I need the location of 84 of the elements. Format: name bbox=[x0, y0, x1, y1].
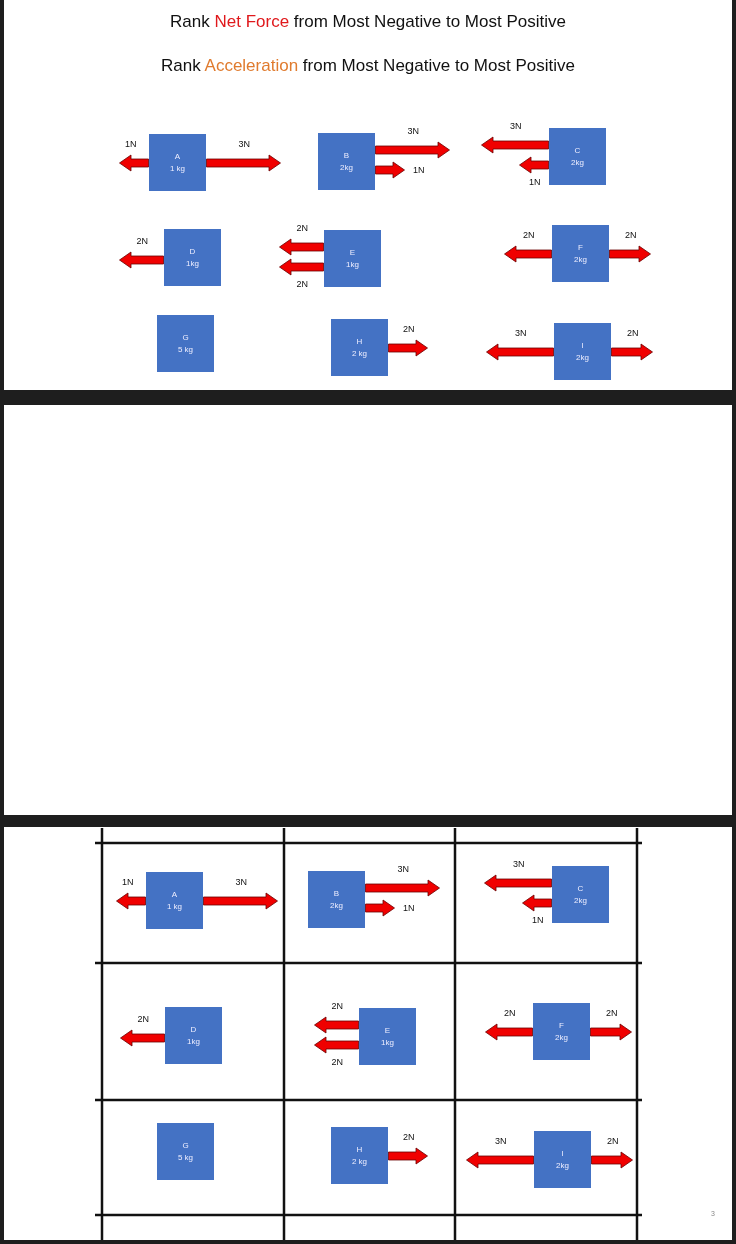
mass-block bbox=[552, 225, 609, 282]
force-label: 2N bbox=[625, 229, 637, 240]
block-letter: B bbox=[333, 887, 340, 900]
force-label: 2N bbox=[331, 1001, 343, 1012]
mass-label: 2kg bbox=[340, 161, 353, 174]
mass-label: 1kg bbox=[186, 257, 199, 270]
force-label: 1N bbox=[403, 903, 415, 914]
mass-block bbox=[146, 872, 203, 929]
force-label: 3N bbox=[510, 121, 522, 132]
block-letter: G bbox=[182, 1139, 189, 1152]
mass-label: 2kg bbox=[330, 899, 343, 912]
slide-title: Rank Net Force from Most Negative to Most Positive bbox=[169, 12, 567, 32]
mass-block bbox=[308, 871, 365, 928]
mass-label: 1kg bbox=[381, 1036, 394, 1049]
force-label: 2N bbox=[136, 236, 148, 247]
mass-block bbox=[164, 229, 221, 286]
mass-label: 1 kg bbox=[169, 162, 186, 175]
block-letter: I bbox=[581, 339, 584, 352]
block-letter: E bbox=[349, 246, 356, 259]
force-label: 1N bbox=[413, 165, 425, 176]
mass-label: 2kg bbox=[576, 351, 589, 364]
force-label: 1N bbox=[532, 915, 544, 926]
mass-label: 5 kg bbox=[177, 343, 194, 356]
force-label: 2N bbox=[403, 323, 415, 334]
force-label: 2N bbox=[403, 1131, 415, 1142]
mass-block bbox=[318, 133, 375, 190]
block-letter: F bbox=[578, 241, 583, 254]
mass-block bbox=[165, 1007, 222, 1064]
mass-block bbox=[149, 134, 206, 191]
mass-label: 1kg bbox=[346, 258, 359, 271]
force-label: 2N bbox=[523, 229, 535, 240]
block-letter: C bbox=[577, 882, 584, 895]
force-label: 1N bbox=[122, 876, 134, 887]
mass-label: 2 kg bbox=[351, 347, 368, 360]
block-letter: A bbox=[174, 150, 181, 163]
force-label: 2N bbox=[331, 1057, 343, 1068]
force-label: 3N bbox=[495, 1135, 507, 1146]
block-letter: E bbox=[384, 1024, 391, 1037]
mass-block bbox=[157, 315, 214, 372]
mass-block bbox=[324, 230, 381, 287]
mass-block bbox=[549, 128, 606, 185]
mass-label: 2 kg bbox=[351, 1155, 368, 1168]
slide-title: Rank Acceleration from Most Negative to Most Positive bbox=[160, 56, 576, 76]
block-letter: D bbox=[190, 1023, 197, 1036]
block-letter: D bbox=[189, 245, 196, 258]
block-letter: B bbox=[343, 149, 350, 162]
mass-label: 1kg bbox=[187, 1035, 200, 1048]
mass-label: 2kg bbox=[556, 1159, 569, 1172]
mass-block bbox=[359, 1008, 416, 1065]
block-letter: C bbox=[574, 144, 581, 157]
force-label: 1N bbox=[529, 177, 541, 188]
force-label: 3N bbox=[235, 876, 247, 887]
force-label: 3N bbox=[407, 126, 419, 137]
mass-label: 2kg bbox=[574, 253, 587, 266]
mass-block bbox=[331, 319, 388, 376]
mass-label: 2kg bbox=[571, 156, 584, 169]
mass-label: 2kg bbox=[555, 1031, 568, 1044]
force-label: 3N bbox=[238, 138, 250, 149]
mass-block bbox=[157, 1123, 214, 1180]
force-label: 2N bbox=[296, 279, 308, 290]
mass-block bbox=[554, 323, 611, 380]
mass-label: 2kg bbox=[574, 894, 587, 907]
block-letter: I bbox=[561, 1147, 564, 1160]
mass-block bbox=[534, 1131, 591, 1188]
force-label: 2N bbox=[627, 327, 639, 338]
force-label: 2N bbox=[296, 223, 308, 234]
force-label: 3N bbox=[515, 327, 527, 338]
mass-label: 1 kg bbox=[166, 900, 183, 913]
force-label: 2N bbox=[137, 1014, 149, 1025]
mass-block bbox=[331, 1127, 388, 1184]
force-label: 3N bbox=[513, 859, 525, 870]
block-letter: A bbox=[171, 888, 178, 901]
force-label: 2N bbox=[504, 1007, 516, 1018]
force-label: 3N bbox=[397, 864, 409, 875]
block-letter: F bbox=[559, 1019, 564, 1032]
block-letter: G bbox=[182, 331, 189, 344]
block-letter: H bbox=[356, 1143, 363, 1156]
block-letter: H bbox=[356, 335, 363, 348]
force-label: 1N bbox=[125, 138, 137, 149]
mass-block bbox=[552, 866, 609, 923]
mass-label: 5 kg bbox=[177, 1151, 194, 1164]
mass-block bbox=[533, 1003, 590, 1060]
force-label: 2N bbox=[607, 1135, 619, 1146]
force-label: 2N bbox=[606, 1007, 618, 1018]
